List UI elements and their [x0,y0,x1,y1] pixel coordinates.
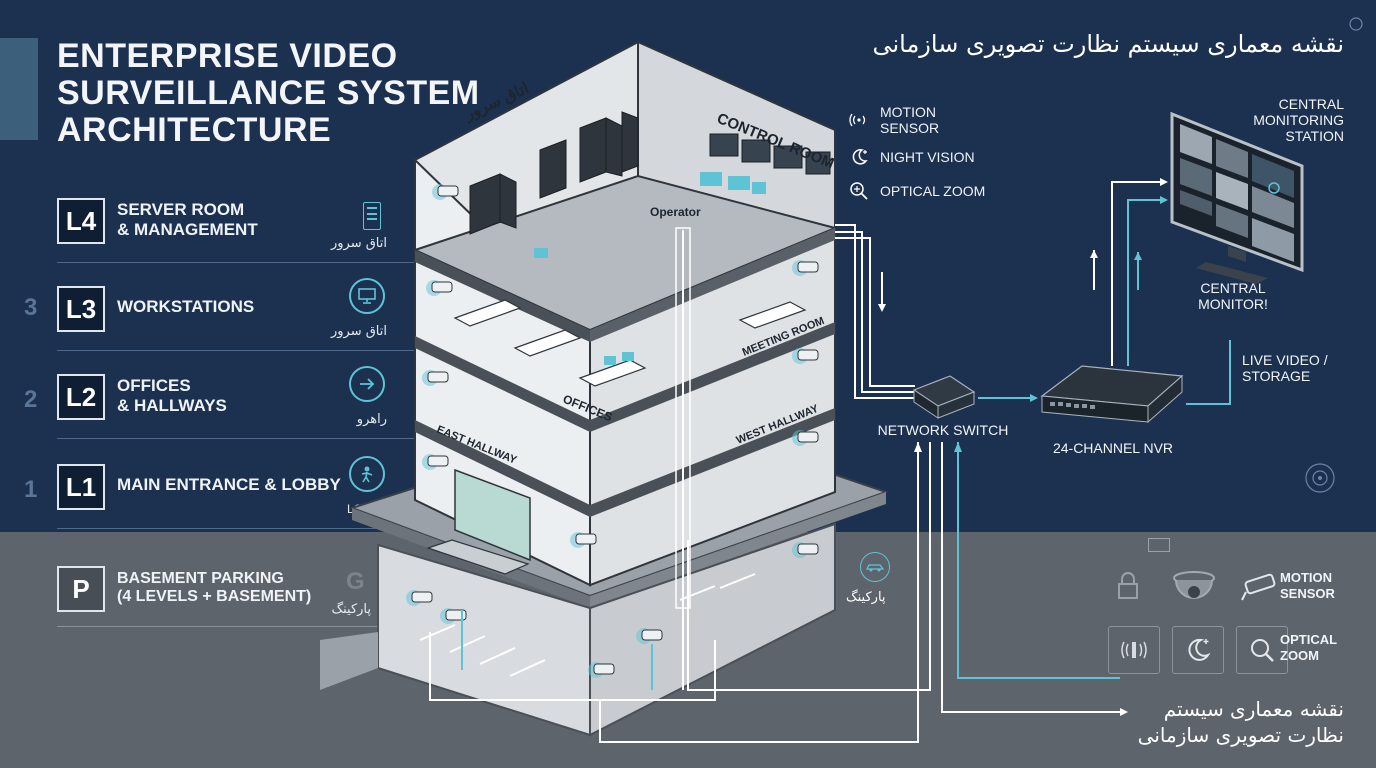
parking-ramp [320,632,378,690]
bottom-motion-sensor-label: MOTION SENSOR [1280,570,1335,601]
level-row-l4: L4 SERVER ROOM & MANAGEMENT اتاق سرور [57,176,415,263]
side-number-3: 3 [24,294,38,321]
level-persian-label: راهرو [356,412,387,427]
feature-label: NIGHT VISION [880,149,975,165]
title-line-3: ARCHITECTURE [57,111,332,149]
title-accent-bar [0,38,38,140]
footer-persian-title: نقشه معماری سیستم نظارت تصویری سازمانی [1138,696,1344,748]
entrance-step [426,539,530,575]
feature-label: OPTICAL ZOOM [880,183,986,199]
dome-camera-icon [1166,556,1222,610]
feature-optical-zoom: OPTICAL ZOOM [846,180,985,202]
person-icon [349,456,385,492]
side-number-g: G [346,568,365,595]
central-monitor-label: CENTRAL MONITOR! [1198,280,1268,312]
page-title: ENTERPRISE VIDEO SURVEILLANCE SYSTEM ARC… [57,38,480,149]
level-persian-label: پارکینگ [331,602,371,617]
server-icon [363,202,381,230]
ground-slab-edge [590,492,886,608]
night-vision-box-icon [1172,626,1224,674]
nvr-ports [1050,402,1095,409]
footer-line-2: نظارت تصویری سازمانی [1137,723,1344,747]
motion-sensor-camera-icon [1238,566,1282,606]
monitor-video-tiles [1180,124,1294,262]
level-code: L4 [57,198,105,244]
title-line-2: SURVEILLANCE SYSTEM [57,74,480,112]
lock-icon [1112,568,1144,604]
cameras [406,184,819,678]
workstation-desks [453,299,807,387]
level-persian-label: اتاق سرور [330,324,387,339]
slab-edge [415,250,590,342]
lobby-glass-entrance [454,468,531,562]
parking-lines [419,573,756,677]
operator-monitors [700,172,766,194]
level-name: MAIN ENTRANCE & LOBBY [117,475,341,494]
side-number-2: 2 [24,386,38,413]
level-row-parking: P BASEMENT PARKING (4 LEVELS + BASEMENT)… [57,544,415,627]
server-racks [469,111,639,235]
zoom-box-icon [1236,626,1288,674]
level-code: P [57,566,105,612]
floor-slab-l2 [415,408,835,517]
level-persian-label: اتاق سرور [330,236,387,251]
moon-icon [846,146,872,168]
network-switch-label: NETWORK SWITCH [877,422,1009,438]
slab-edge [590,228,835,342]
workstation-screens [534,248,634,365]
car-icon [860,552,890,582]
motion-wave-icon [846,109,872,131]
bottom-optical-zoom-label: OPTICAL ZOOM [1280,632,1338,663]
level-name: OFFICES & HALLWAYS [117,376,227,415]
level-name: WORKSTATIONS [117,297,255,316]
arrow-right-icon [349,366,385,402]
level-row-l1: L1 MAIN ENTRANCE & LOBBY LOBBY [57,442,415,529]
live-video-storage-label: LIVE VIDEO / STORAGE [1242,352,1328,384]
parking-persian-label: پارکینگ [846,590,886,605]
operator-label: Operator [650,205,701,219]
level-row-l3: L3 WORKSTATIONS اتاق سرور [57,264,415,351]
nvr-label: 24-CHANNEL NVR [1052,440,1174,456]
level-code: L1 [57,464,105,510]
feature-label: MOTION SENSOR [880,104,940,136]
feature-motion-sensor: MOTION SENSOR [846,104,939,136]
title-line-1: ENTERPRISE VIDEO [57,37,398,75]
floor-slab-l3 [415,322,835,432]
motion-wave-box-icon [1108,626,1160,674]
level-code: L3 [57,286,105,332]
level-name: SERVER ROOM & MANAGEMENT [117,200,258,239]
cyan-cables [461,442,1120,690]
central-monitoring-station-label: CENTRAL MONITORING STATION [1253,96,1344,144]
level-name: BASEMENT PARKING (4 LEVELS + BASEMENT) [117,570,312,605]
target-icon [1305,463,1335,493]
network-cables [429,224,1120,743]
video-wall [709,133,831,175]
small-box-icon [1148,538,1170,552]
side-number-1: 1 [24,476,38,503]
level-code: L2 [57,374,105,420]
footer-line-1: نقشه معماری سیستم [1163,697,1344,721]
persian-title: نقشه معماری سیستم نظارت تصویری سازمانی [872,30,1344,58]
monitor-stand [1228,246,1246,262]
feature-night-vision: NIGHT VISION [846,146,975,168]
zoom-icon [846,180,872,202]
monitor-icon [349,278,385,314]
level-row-l2: L2 OFFICES & HALLWAYS راهرو [57,352,415,439]
